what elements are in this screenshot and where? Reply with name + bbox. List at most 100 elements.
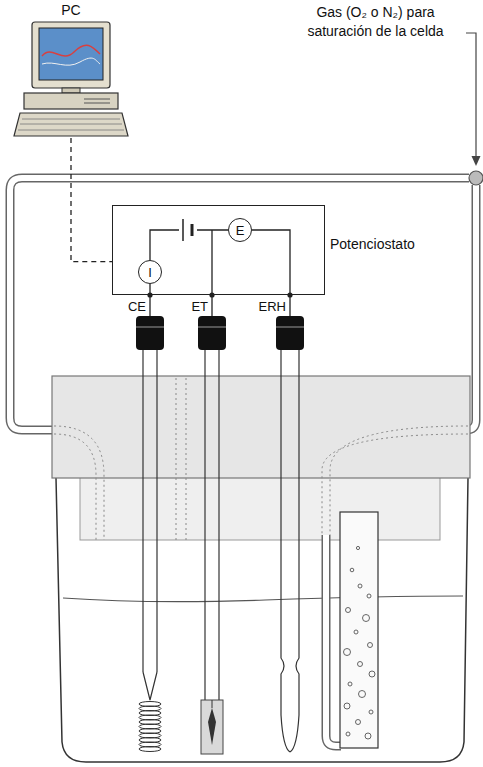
counter-electrode bbox=[139, 715, 161, 720]
gas-bubbler bbox=[344, 649, 351, 656]
node-label: E bbox=[236, 224, 245, 237]
gas-bubbler bbox=[363, 615, 370, 622]
reference-electrode bbox=[281, 350, 290, 752]
ammeter-circle: I bbox=[138, 260, 162, 284]
computer-illustration bbox=[32, 22, 110, 88]
gas-bubbler bbox=[368, 643, 373, 648]
gas-inlet-label: Gas (O₂ o N₂) para saturación de la celd… bbox=[288, 3, 463, 41]
gas-inlet-arrow bbox=[466, 33, 481, 166]
beaker bbox=[56, 478, 468, 762]
gas-bubbler bbox=[356, 720, 361, 725]
counter-electrode bbox=[139, 706, 161, 711]
counter-electrode bbox=[139, 747, 161, 752]
cell-lid bbox=[330, 426, 468, 535]
reference-electrode bbox=[290, 350, 299, 752]
reference-electrode bbox=[276, 316, 304, 752]
gas-tube bbox=[10, 178, 469, 430]
counter-electrode bbox=[139, 720, 161, 725]
cell-lid bbox=[52, 376, 470, 478]
computer-illustration bbox=[39, 28, 103, 80]
cell-lid bbox=[52, 376, 470, 540]
counter-electrode bbox=[136, 316, 164, 752]
gas-bubbler bbox=[326, 535, 341, 746]
gas-bubbler bbox=[358, 584, 362, 588]
counter-electrode bbox=[139, 729, 161, 734]
wire-connector bbox=[71, 138, 112, 262]
gas-bubbler bbox=[348, 682, 352, 686]
electrode-label: ET bbox=[191, 297, 208, 316]
potentiostat-wiring bbox=[252, 230, 290, 316]
counter-electrode bbox=[139, 702, 161, 707]
potentiostat-wiring bbox=[211, 230, 212, 316]
gas-tube bbox=[466, 185, 476, 430]
gas-inlet-arrow bbox=[466, 33, 476, 157]
voltmeter-circle: E bbox=[228, 218, 252, 242]
gas-bubbler bbox=[326, 512, 378, 748]
wire-junction bbox=[147, 292, 292, 297]
cell-lid bbox=[54, 434, 96, 540]
gas-bubbler bbox=[367, 594, 371, 598]
counter-electrode bbox=[142, 350, 143, 672]
electrode-label: CE bbox=[128, 297, 146, 316]
working-electrode bbox=[198, 326, 226, 328]
gas-bubbler bbox=[326, 535, 341, 746]
working-electrode bbox=[204, 350, 205, 700]
cell-lid bbox=[54, 426, 104, 540]
wire-junction bbox=[209, 292, 214, 297]
battery-symbol bbox=[182, 219, 184, 241]
counter-electrode bbox=[156, 350, 157, 672]
counter-electrode bbox=[139, 742, 161, 747]
cell-lid bbox=[80, 476, 440, 540]
counter-electrode bbox=[136, 316, 164, 350]
node-label: PC bbox=[12, 0, 130, 19]
gas-bubbler bbox=[354, 630, 358, 634]
gas-inlet-arrow bbox=[472, 156, 481, 166]
gas-tube bbox=[10, 171, 483, 430]
battery-symbol bbox=[179, 219, 197, 241]
wire-junction bbox=[147, 292, 152, 297]
gas-tube bbox=[10, 178, 469, 430]
beaker bbox=[56, 478, 468, 762]
computer-illustration bbox=[14, 22, 128, 136]
counter-electrode bbox=[139, 724, 161, 729]
cell-lid bbox=[54, 378, 468, 540]
cell-lid bbox=[176, 378, 177, 540]
computer-illustration bbox=[14, 113, 128, 136]
beaker bbox=[63, 596, 463, 602]
gas-tube bbox=[466, 185, 476, 430]
computer-illustration bbox=[62, 88, 80, 93]
computer-node: PC bbox=[12, 0, 130, 138]
counter-electrode bbox=[139, 711, 161, 716]
gas-bubbler bbox=[365, 733, 371, 739]
battery-symbol bbox=[191, 224, 194, 236]
counter-electrode bbox=[143, 672, 157, 700]
gas-bubbler bbox=[350, 568, 354, 572]
working-electrode bbox=[212, 700, 213, 708]
computer-illustration bbox=[42, 45, 100, 56]
electrode-label: ERH bbox=[259, 297, 286, 316]
gas-bubbler bbox=[369, 671, 375, 677]
gas-bubbler bbox=[369, 710, 373, 714]
working-electrode bbox=[201, 700, 223, 754]
wire-connector bbox=[150, 230, 228, 260]
reference-electrode bbox=[276, 326, 304, 328]
potentiostat-wiring bbox=[149, 284, 150, 316]
counter-electrode bbox=[139, 702, 161, 752]
gas-bubbler bbox=[344, 546, 376, 739]
gas-bubbler bbox=[346, 608, 351, 613]
working-electrode bbox=[198, 316, 226, 754]
computer-illustration bbox=[18, 119, 124, 130]
gas-bubbler bbox=[356, 546, 359, 549]
counter-electrode bbox=[139, 733, 161, 738]
potentiostat-box: IEPotenciostato bbox=[112, 205, 325, 295]
gas-bubbler bbox=[344, 703, 350, 709]
node-label: I bbox=[148, 266, 152, 279]
working-electrode bbox=[208, 708, 216, 745]
computer-illustration bbox=[24, 93, 118, 109]
wire-junction bbox=[287, 292, 292, 297]
counter-electrode bbox=[136, 326, 164, 328]
